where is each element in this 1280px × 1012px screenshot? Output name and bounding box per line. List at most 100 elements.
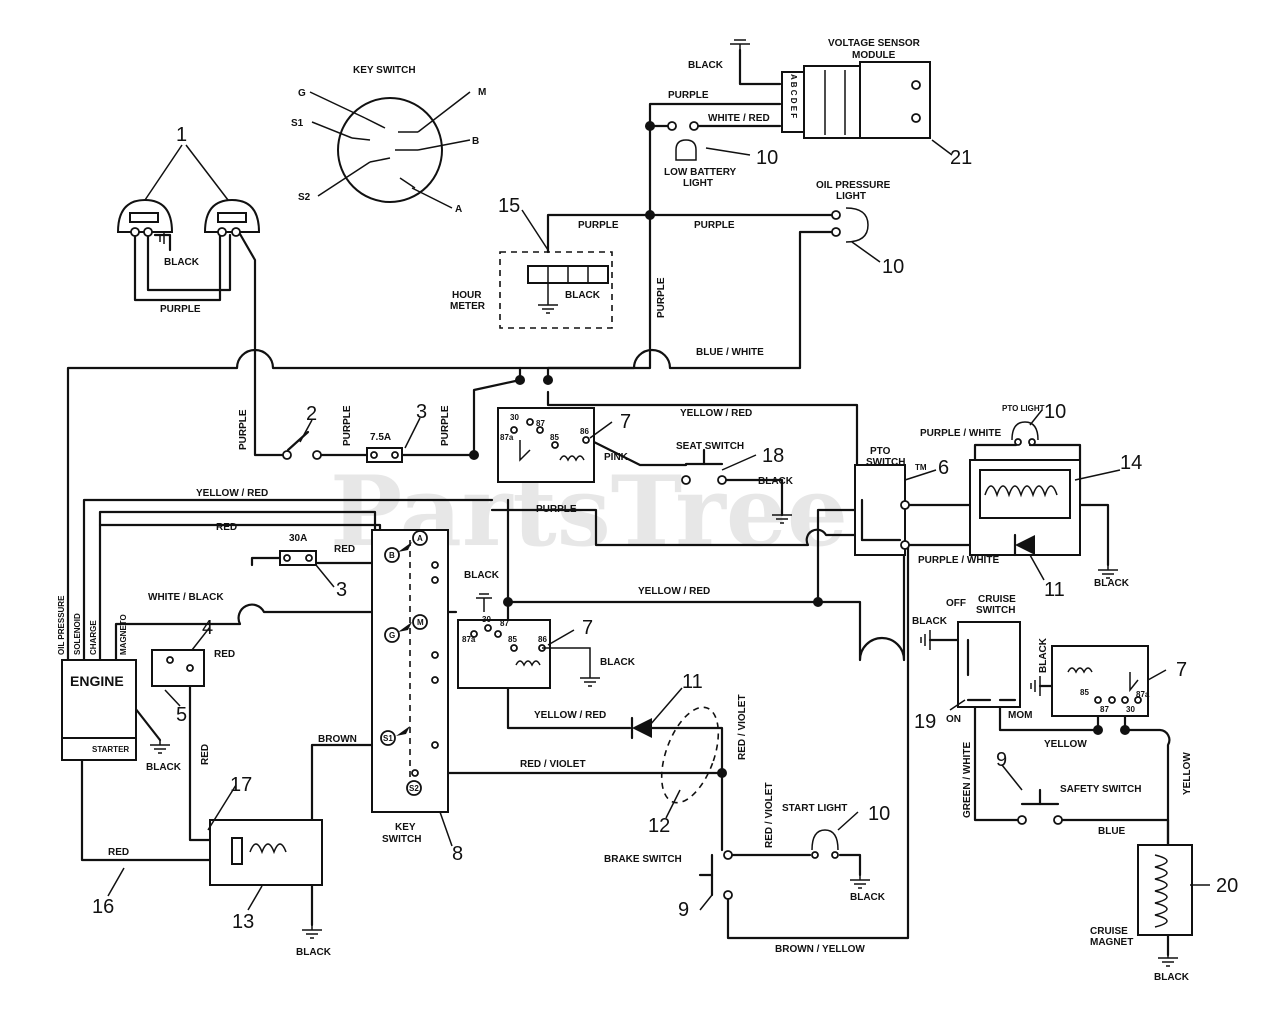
pto-purple-white-bottom: PURPLE / WHITE (918, 555, 999, 566)
pto-clutch (969, 459, 1081, 556)
callout-7c: 7 (1176, 659, 1187, 681)
relay-right-p87: 87 (1100, 705, 1109, 714)
key-main-a: A (417, 534, 423, 543)
callout-12: 12 (648, 815, 670, 837)
pink-label: PINK (604, 452, 629, 463)
wire-yellow-red-mid (506, 498, 906, 662)
relay-mid-p87: 87 (500, 619, 509, 628)
key-main-m: M (417, 618, 424, 627)
oil-light-label-2: LIGHT (836, 191, 866, 202)
switch2-purple-b: PURPLE (342, 405, 353, 446)
callout-10b: 10 (882, 256, 904, 278)
ground-solenoid (302, 925, 322, 939)
wire-vsm-purple (648, 102, 782, 217)
red-violet-horiz: RED / VIOLET (520, 759, 586, 770)
wire-engine-red (80, 758, 234, 862)
ground-start-light (850, 875, 870, 889)
engine-starter-label: STARTER (92, 745, 129, 754)
wire-seat-black (720, 478, 784, 517)
key-main-s1: S1 (383, 734, 393, 743)
key-term-m: M (478, 87, 486, 98)
cruise-off-label: OFF (946, 598, 966, 609)
ground-pto (1098, 565, 1118, 579)
oil-light-label-1: OIL PRESSURE (816, 180, 891, 191)
diode-pto (1013, 533, 1035, 557)
cruise-magnet (1137, 844, 1193, 936)
low-battery-label-2: LIGHT (683, 178, 713, 189)
key-switch-title: KEY SWITCH (353, 65, 416, 76)
relay-top-p30: 30 (510, 413, 519, 422)
green-white-label: GREEN / WHITE (962, 742, 973, 818)
solenoid-black-label: BLACK (296, 947, 332, 958)
key-main-g: G (389, 631, 395, 640)
red-engine-bottom: RED (108, 847, 129, 858)
callout-9a: 9 (678, 899, 689, 921)
headlight-right (203, 198, 261, 237)
cruise-mom-label: MOM (1008, 710, 1032, 721)
relay-mid-p30: 30 (482, 615, 491, 624)
voltage-sensor-module (781, 61, 931, 139)
wire-cruise-on (973, 698, 1170, 847)
red-engine-label: RED (216, 522, 237, 533)
callout-17: 17 (230, 774, 252, 796)
callout-10c: 10 (1044, 401, 1066, 423)
wire-brown-yellow (726, 543, 910, 940)
fuse-30a (279, 550, 317, 566)
callout-18: 18 (762, 445, 784, 467)
pto-black-label: BLACK (1094, 578, 1130, 589)
relay-mid-p86: 86 (538, 635, 547, 644)
pto-light (1011, 421, 1039, 446)
yellow-label: YELLOW (1044, 739, 1087, 750)
relay-middle (457, 593, 600, 689)
vsm-label-1: VOLTAGE SENSOR (828, 38, 921, 49)
relay-right-p87a: 87a (1136, 690, 1150, 699)
vsm-black-label: BLACK (688, 60, 724, 71)
callout-leaders (107, 139, 1210, 911)
callout-9b: 9 (996, 749, 1007, 771)
wire-pto-vertical (816, 508, 862, 604)
yellow-red-mid-label: YELLOW / RED (638, 586, 710, 597)
relay-mid-p87a: 87a (462, 635, 476, 644)
seat-switch (681, 448, 792, 524)
callout-10a: 10 (756, 147, 778, 169)
wire-fuse-path (315, 216, 652, 457)
relay-right-p30: 30 (1126, 705, 1135, 714)
purple-label-2: PURPLE (694, 220, 735, 231)
key-term-s1: S1 (291, 118, 304, 129)
key-term-s2: S2 (298, 192, 311, 203)
red-30a-label: RED (334, 544, 355, 555)
engine-term-charge: CHARGE (89, 620, 98, 655)
callout-10d: 10 (868, 803, 890, 825)
key-main-label-2: SWITCH (382, 834, 421, 845)
pto-light-label: PTO LIGHT (1002, 404, 1045, 413)
switch-2 (282, 430, 322, 460)
hour-meter (499, 251, 613, 329)
relay-mid-black: BLACK (464, 570, 500, 581)
seat-switch-label: SEAT SWITCH (676, 441, 744, 452)
pto-switch (854, 464, 910, 556)
cruise-switch-label-1: CRUISE (978, 594, 1016, 605)
wire-engine-ground (133, 706, 162, 742)
brake-switch (698, 850, 733, 900)
relay-mid-p85: 85 (508, 635, 517, 644)
start-light-label: START LIGHT (782, 803, 847, 814)
engine-term-magneto: MAGNETO (119, 614, 128, 655)
relay-top-p86: 86 (580, 427, 589, 436)
callout-3a: 3 (416, 401, 427, 423)
callout-4: 4 (202, 617, 213, 639)
key-term-b: B (472, 136, 479, 147)
yellow-red-engine-label: YELLOW / RED (196, 488, 268, 499)
cruise-magnet-label-1: CRUISE (1090, 926, 1128, 937)
hour-meter-black: BLACK (565, 290, 601, 301)
brown-label: BROWN (318, 734, 357, 745)
purple-lower-label: PURPLE (536, 504, 577, 515)
ground-engine (150, 740, 170, 754)
wire-magneto (114, 603, 458, 662)
start-light-black: BLACK (850, 892, 886, 903)
key-switch-main (371, 529, 449, 813)
engine-label: ENGINE (70, 673, 124, 689)
fuse-7-5a (366, 447, 403, 463)
callout-7a: 7 (620, 411, 631, 433)
yellow-vert-label: YELLOW (1182, 752, 1193, 795)
